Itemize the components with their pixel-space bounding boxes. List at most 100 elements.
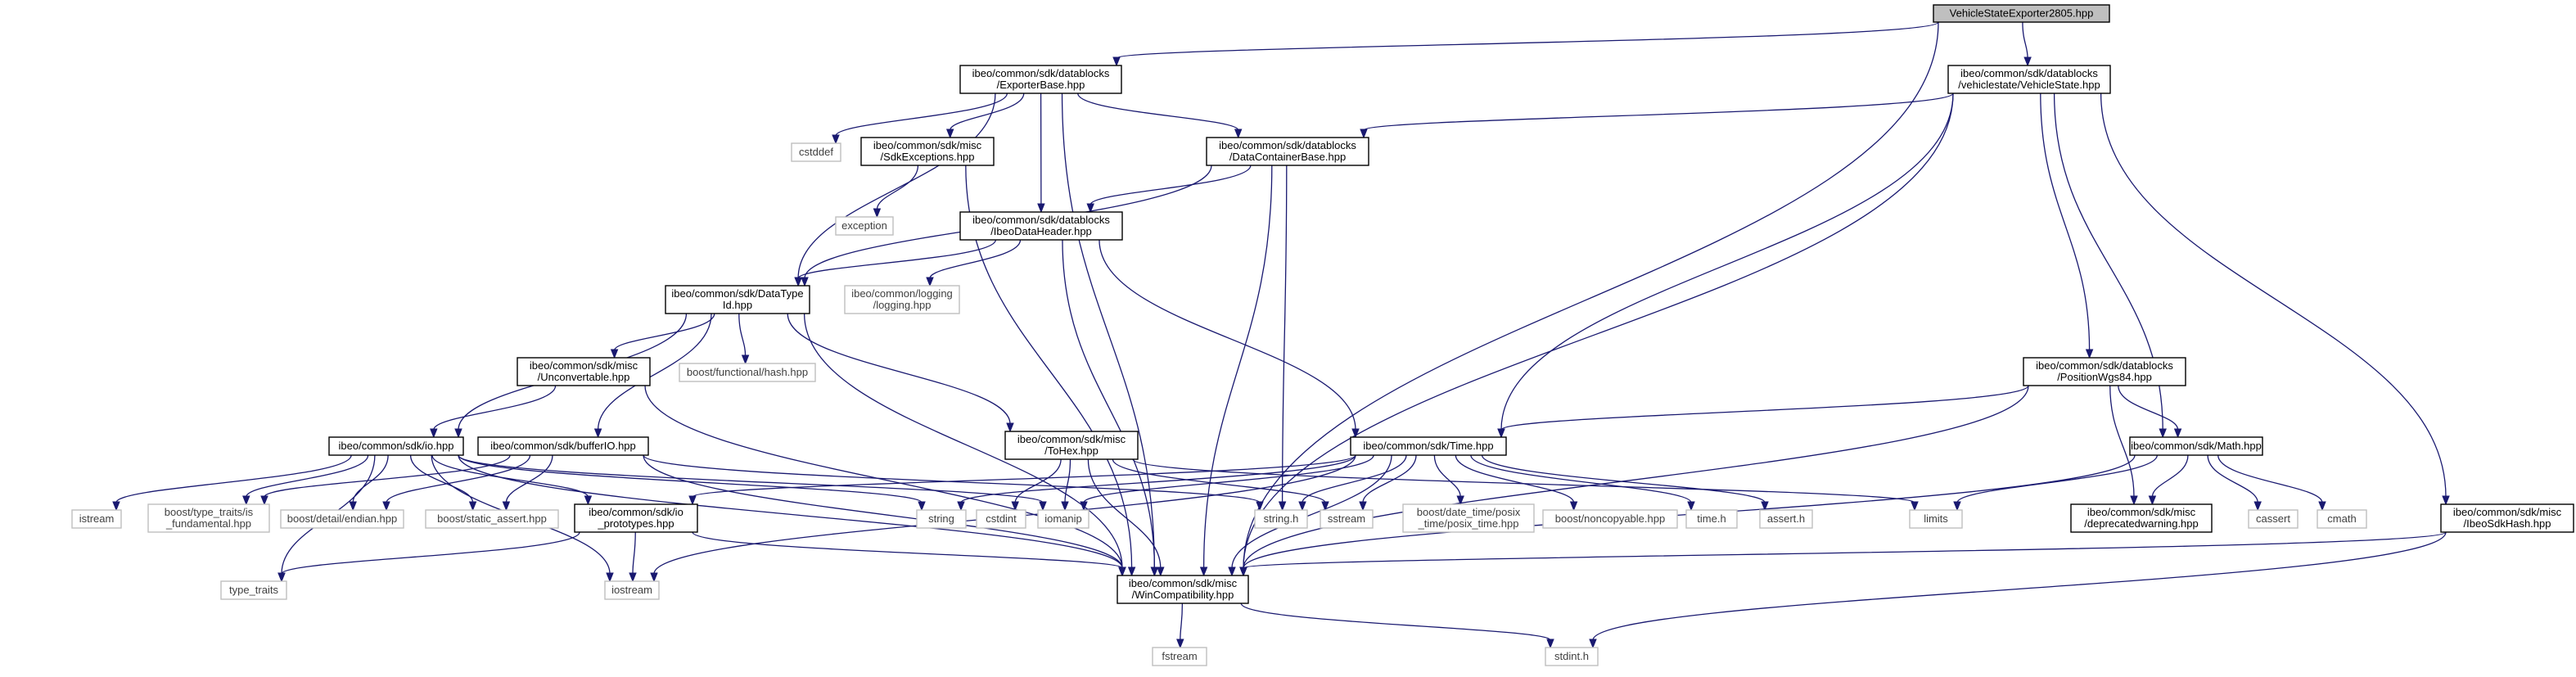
arrowhead bbox=[1761, 501, 1769, 512]
node-fstream: fstream bbox=[1152, 647, 1207, 666]
node-box bbox=[2129, 436, 2263, 456]
node-label: ibeo/common/sdk/io bbox=[589, 506, 683, 518]
node-label: ibeo/common/sdk/datablocks bbox=[972, 214, 1110, 226]
edge-timehpp-to-asserth bbox=[1481, 454, 1769, 512]
node-label: ibeo/common/sdk/io.hpp bbox=[339, 440, 454, 452]
node-box bbox=[1947, 65, 2111, 94]
edge-ioprototypes-to-iostream bbox=[629, 531, 637, 583]
edge-line bbox=[1132, 458, 1915, 503]
edge-line bbox=[1062, 239, 1156, 569]
node-timehpp[interactable]: ibeo/common/sdk/Time.hpp bbox=[1350, 436, 1507, 456]
node-root[interactable]: VehicleStateExporter2805.hpp bbox=[1933, 4, 2110, 23]
node-label: VehicleStateExporter2805.hpp bbox=[1950, 7, 2094, 20]
node-timeh: time.h bbox=[1685, 509, 1738, 529]
arrowhead bbox=[1118, 566, 1126, 577]
node-ibeosdkhash[interactable]: ibeo/common/sdk/misc/IbeoSdkHash.hpp bbox=[2440, 503, 2574, 533]
arrowhead bbox=[277, 572, 286, 583]
edge-line bbox=[876, 165, 919, 210]
node-box bbox=[2248, 509, 2299, 529]
edge-exporterbase-to-cstddef bbox=[832, 93, 1008, 145]
node-label: ibeo/common/sdk/misc bbox=[2453, 506, 2562, 518]
node-box bbox=[147, 503, 270, 533]
node-mathhpp[interactable]: ibeo/common/sdk/Math.hpp bbox=[2129, 436, 2263, 456]
node-box bbox=[860, 137, 995, 166]
arrowhead bbox=[1006, 422, 1014, 433]
arrowhead bbox=[382, 501, 390, 512]
node-positionwgs84[interactable]: ibeo/common/sdk/datablocks/PositionWgs84… bbox=[2023, 357, 2186, 386]
node-iohpp[interactable]: ibeo/common/sdk/io.hpp bbox=[328, 436, 464, 456]
node-posixtime: boost/date_time/posix_time/posix_time.hp… bbox=[1402, 503, 1535, 533]
edge-line bbox=[1083, 454, 1374, 503]
arrowhead bbox=[1359, 501, 1367, 512]
edge-line bbox=[1302, 454, 1407, 503]
edge-datacontainerbase-to-stringh bbox=[1278, 165, 1288, 512]
node-sdkexceptions[interactable]: ibeo/common/sdk/misc/SdkExceptions.hpp bbox=[860, 137, 995, 166]
edge-ibeodataheader-to-datatypeid bbox=[794, 239, 996, 287]
edge-datacontainerbase-to-ibeodataheader bbox=[1086, 165, 1252, 214]
edge-line bbox=[2207, 454, 2258, 503]
node-label: /PositionWgs84.hpp bbox=[2057, 371, 2152, 383]
node-cmath: cmath bbox=[2317, 509, 2367, 529]
arrowhead bbox=[593, 428, 602, 439]
node-label: ibeo/common/sdk/datablocks bbox=[2036, 359, 2173, 372]
node-label: iostream bbox=[611, 584, 652, 596]
edge-line bbox=[1433, 454, 1461, 498]
arrowhead bbox=[832, 134, 840, 145]
edge-line bbox=[1112, 458, 1326, 503]
arrowhead bbox=[430, 428, 438, 439]
arrowhead bbox=[1687, 501, 1695, 512]
node-endian: boost/detail/endian.hpp bbox=[280, 509, 404, 529]
node-label: /ExporterBase.hpp bbox=[997, 79, 1085, 91]
arrowhead bbox=[349, 501, 357, 512]
node-ioprototypes[interactable]: ibeo/common/sdk/io_prototypes.hpp bbox=[574, 503, 698, 533]
edge-line bbox=[458, 454, 923, 503]
arrowhead bbox=[2159, 428, 2167, 439]
node-box bbox=[1933, 4, 2110, 23]
node-functionalhash: boost/functional/hash.hpp bbox=[679, 363, 816, 382]
arrowhead bbox=[688, 495, 697, 506]
node-tohex[interactable]: ibeo/common/sdk/misc/ToHex.hpp bbox=[1004, 431, 1139, 460]
node-label: ibeo/common/logging bbox=[851, 287, 953, 300]
node-label: boost/detail/endian.hpp bbox=[287, 512, 397, 525]
node-label: /vehiclestate/VehicleState.hpp bbox=[1958, 79, 2100, 91]
edge-line bbox=[1500, 93, 1954, 431]
edge-ioprototypes-to-typetraits bbox=[277, 531, 580, 583]
arrowhead bbox=[1150, 566, 1159, 577]
edge-root-to-exporterbase bbox=[1112, 21, 1939, 67]
arrowhead bbox=[454, 428, 462, 439]
node-label: ibeo/common/sdk/DataType bbox=[671, 287, 803, 300]
edge-line bbox=[2217, 454, 2323, 503]
node-box bbox=[220, 580, 287, 600]
arrowhead bbox=[1360, 129, 1368, 139]
edge-line bbox=[1481, 454, 1766, 503]
edge-line bbox=[431, 454, 589, 498]
node-datacontainerbase[interactable]: ibeo/common/sdk/datablocks/DataContainer… bbox=[1206, 137, 1369, 166]
edge-datatypeid-to-bufferio bbox=[593, 313, 712, 439]
edge-line bbox=[643, 454, 1261, 503]
arrowhead bbox=[468, 501, 477, 512]
node-vehiclestate[interactable]: ibeo/common/sdk/datablocks/vehiclestate/… bbox=[1947, 65, 2111, 94]
edge-exporterbase-to-datacontainerbase bbox=[1077, 93, 1243, 139]
node-label: /DataContainerBase.hpp bbox=[1229, 151, 1346, 163]
node-wincompat[interactable]: ibeo/common/sdk/misc/WinCompatibility.hp… bbox=[1117, 575, 1249, 604]
node-ibeodataheader[interactable]: ibeo/common/sdk/datablocks/IbeoDataHeade… bbox=[959, 211, 1123, 241]
edge-line bbox=[950, 93, 1025, 131]
node-box bbox=[665, 285, 810, 314]
nodes-layer: VehicleStateExporter2805.hpp ibeo/common/… bbox=[71, 4, 2574, 666]
node-unconvertable[interactable]: ibeo/common/sdk/misc/Unconvertable.hpp bbox=[517, 357, 651, 386]
node-logging: ibeo/common/logging/logging.hpp bbox=[844, 285, 960, 314]
node-deprecatedwarning[interactable]: ibeo/common/sdk/misc/deprecatedwarning.h… bbox=[2070, 503, 2213, 533]
edge-line bbox=[1362, 454, 1417, 503]
edge-line bbox=[1231, 454, 1392, 569]
edge-line bbox=[644, 385, 1123, 569]
node-box bbox=[679, 363, 816, 382]
node-exporterbase[interactable]: ibeo/common/sdk/datablocks/ExporterBase.… bbox=[959, 65, 1122, 94]
edge-root-to-vehiclestate bbox=[2022, 21, 2032, 67]
node-bufferio[interactable]: ibeo/common/sdk/bufferIO.hpp bbox=[477, 436, 649, 456]
node-label: /IbeoDataHeader.hpp bbox=[990, 225, 1092, 237]
edge-line bbox=[2040, 93, 2091, 351]
arrowhead bbox=[1569, 501, 1578, 512]
arrowhead bbox=[945, 129, 954, 139]
